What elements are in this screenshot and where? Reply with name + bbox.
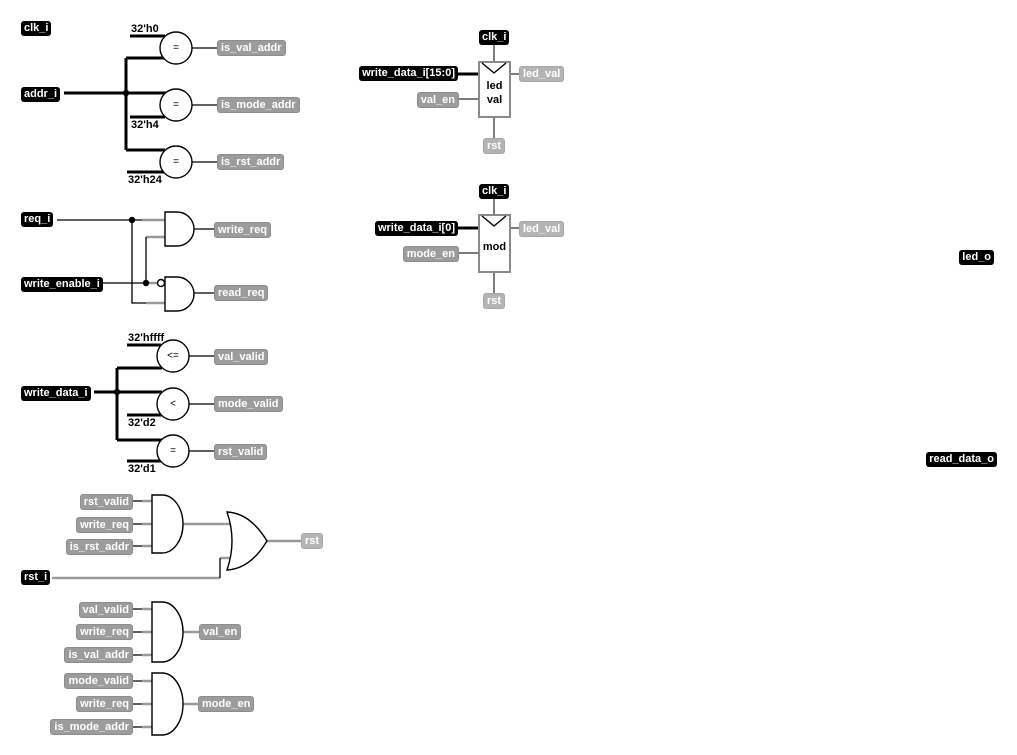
net-rst-reg2: rst [483,293,506,309]
register-led-val-box [478,61,511,118]
port-addr-i: addr_i [21,87,61,102]
and-gate-write-req [164,211,195,247]
comparator-rst-valid [156,434,190,468]
signal-wires [57,47,221,728]
net-val-valid-in: val_valid [78,602,133,618]
constant-32h4: 32'h4 [131,119,159,131]
and-gate-read-req [164,276,195,312]
eq-operator-icon: = [170,445,176,457]
bus-slice-write-data-15-0: write_data_i[15:0] [359,66,458,81]
register-port-wires [459,44,519,293]
port-rst-i: rst_i [21,570,51,585]
net-is-mode-addr: is_mode_addr [217,97,300,113]
junction-dots [113,89,150,396]
constant-32hffff: 32'hffff [128,332,165,344]
and-gate-mode-en [151,672,184,736]
comparator-val-valid [156,339,190,373]
lt-operator-icon: < [170,398,176,410]
constant-32h24: 32'h24 [128,174,162,186]
port-write-data-i: write_data_i [21,386,91,401]
port-clk-i-reg-mod: clk_i [479,184,510,199]
net-rst-reg1: rst [483,138,506,154]
port-write-enable-i: write_enable_i [21,277,103,292]
net-mode-en-reg: mode_en [402,246,459,262]
register-led-val-line2: val [486,93,503,106]
net-read-req-out: read_req [214,285,269,301]
clock-chevron-icon [481,215,507,227]
register-led-val-label: led val [479,68,510,117]
net-led-val-reg2: led_val [519,221,565,237]
constant-32d1: 32'd1 [128,463,156,475]
and-gate-rst [151,494,184,554]
net-is-val-addr: is_val_addr [217,40,286,56]
invert-bubble-read-req [156,278,166,288]
eq-operator-icon: = [173,156,179,168]
comparator-is-val-addr [159,31,193,65]
net-mode-valid-out: mode_valid [214,396,283,412]
bus-wires [64,34,479,463]
gray-stub-wires [52,218,301,729]
comparator-is-mode-addr [159,88,193,122]
and-gate-val-en [151,601,184,663]
eq-operator-icon: = [173,42,179,54]
register-mod-label: mod [479,222,510,272]
net-val-valid-out: val_valid [214,349,269,365]
port-read-data-o: read_data_o [926,452,997,467]
net-is-rst-addr: is_rst_addr [217,154,285,170]
net-rst-valid-out: rst_valid [214,444,268,460]
constant-32d2: 32'd2 [128,417,156,429]
net-mode-valid-in: mode_valid [64,673,133,689]
register-led-val-line1: led [486,79,503,92]
net-mode-en-out: mode_en [198,696,255,712]
port-clk-i-reg-led-val: clk_i [479,30,510,45]
net-rst-valid-in: rst_valid [79,494,133,510]
net-is-val-addr-in: is_val_addr [64,647,133,663]
le-operator-icon: <= [167,350,179,362]
or-gate-rst [226,511,268,571]
net-val-en-out: val_en [199,624,242,640]
constant-32h0: 32'h0 [131,23,159,35]
net-write-req-out: write_req [214,222,271,238]
net-is-mode-addr-in: is_mode_addr [50,719,133,735]
net-write-req-in-3: write_req [76,696,133,712]
port-req-i: req_i [21,212,54,227]
port-led-o: led_o [959,250,994,265]
register-mod-box [478,214,511,273]
bus-slice-write-data-0: write_data_i[0] [374,221,458,236]
comparator-is-rst-addr [159,145,193,179]
comparator-mode-valid [156,387,190,421]
net-is-rst-addr-in: is_rst_addr [65,539,133,555]
net-led-val-reg1: led_val [519,66,565,82]
net-val-en-reg: val_en [416,92,459,108]
net-rst-out: rst [301,533,324,549]
clock-chevron-icon [481,62,507,74]
net-write-req-in-2: write_req [76,624,133,640]
eq-operator-icon: = [173,99,179,111]
register-mod-line1: mod [482,241,507,253]
net-write-req-in-1: write_req [76,517,133,533]
port-clk-i: clk_i [21,21,52,36]
